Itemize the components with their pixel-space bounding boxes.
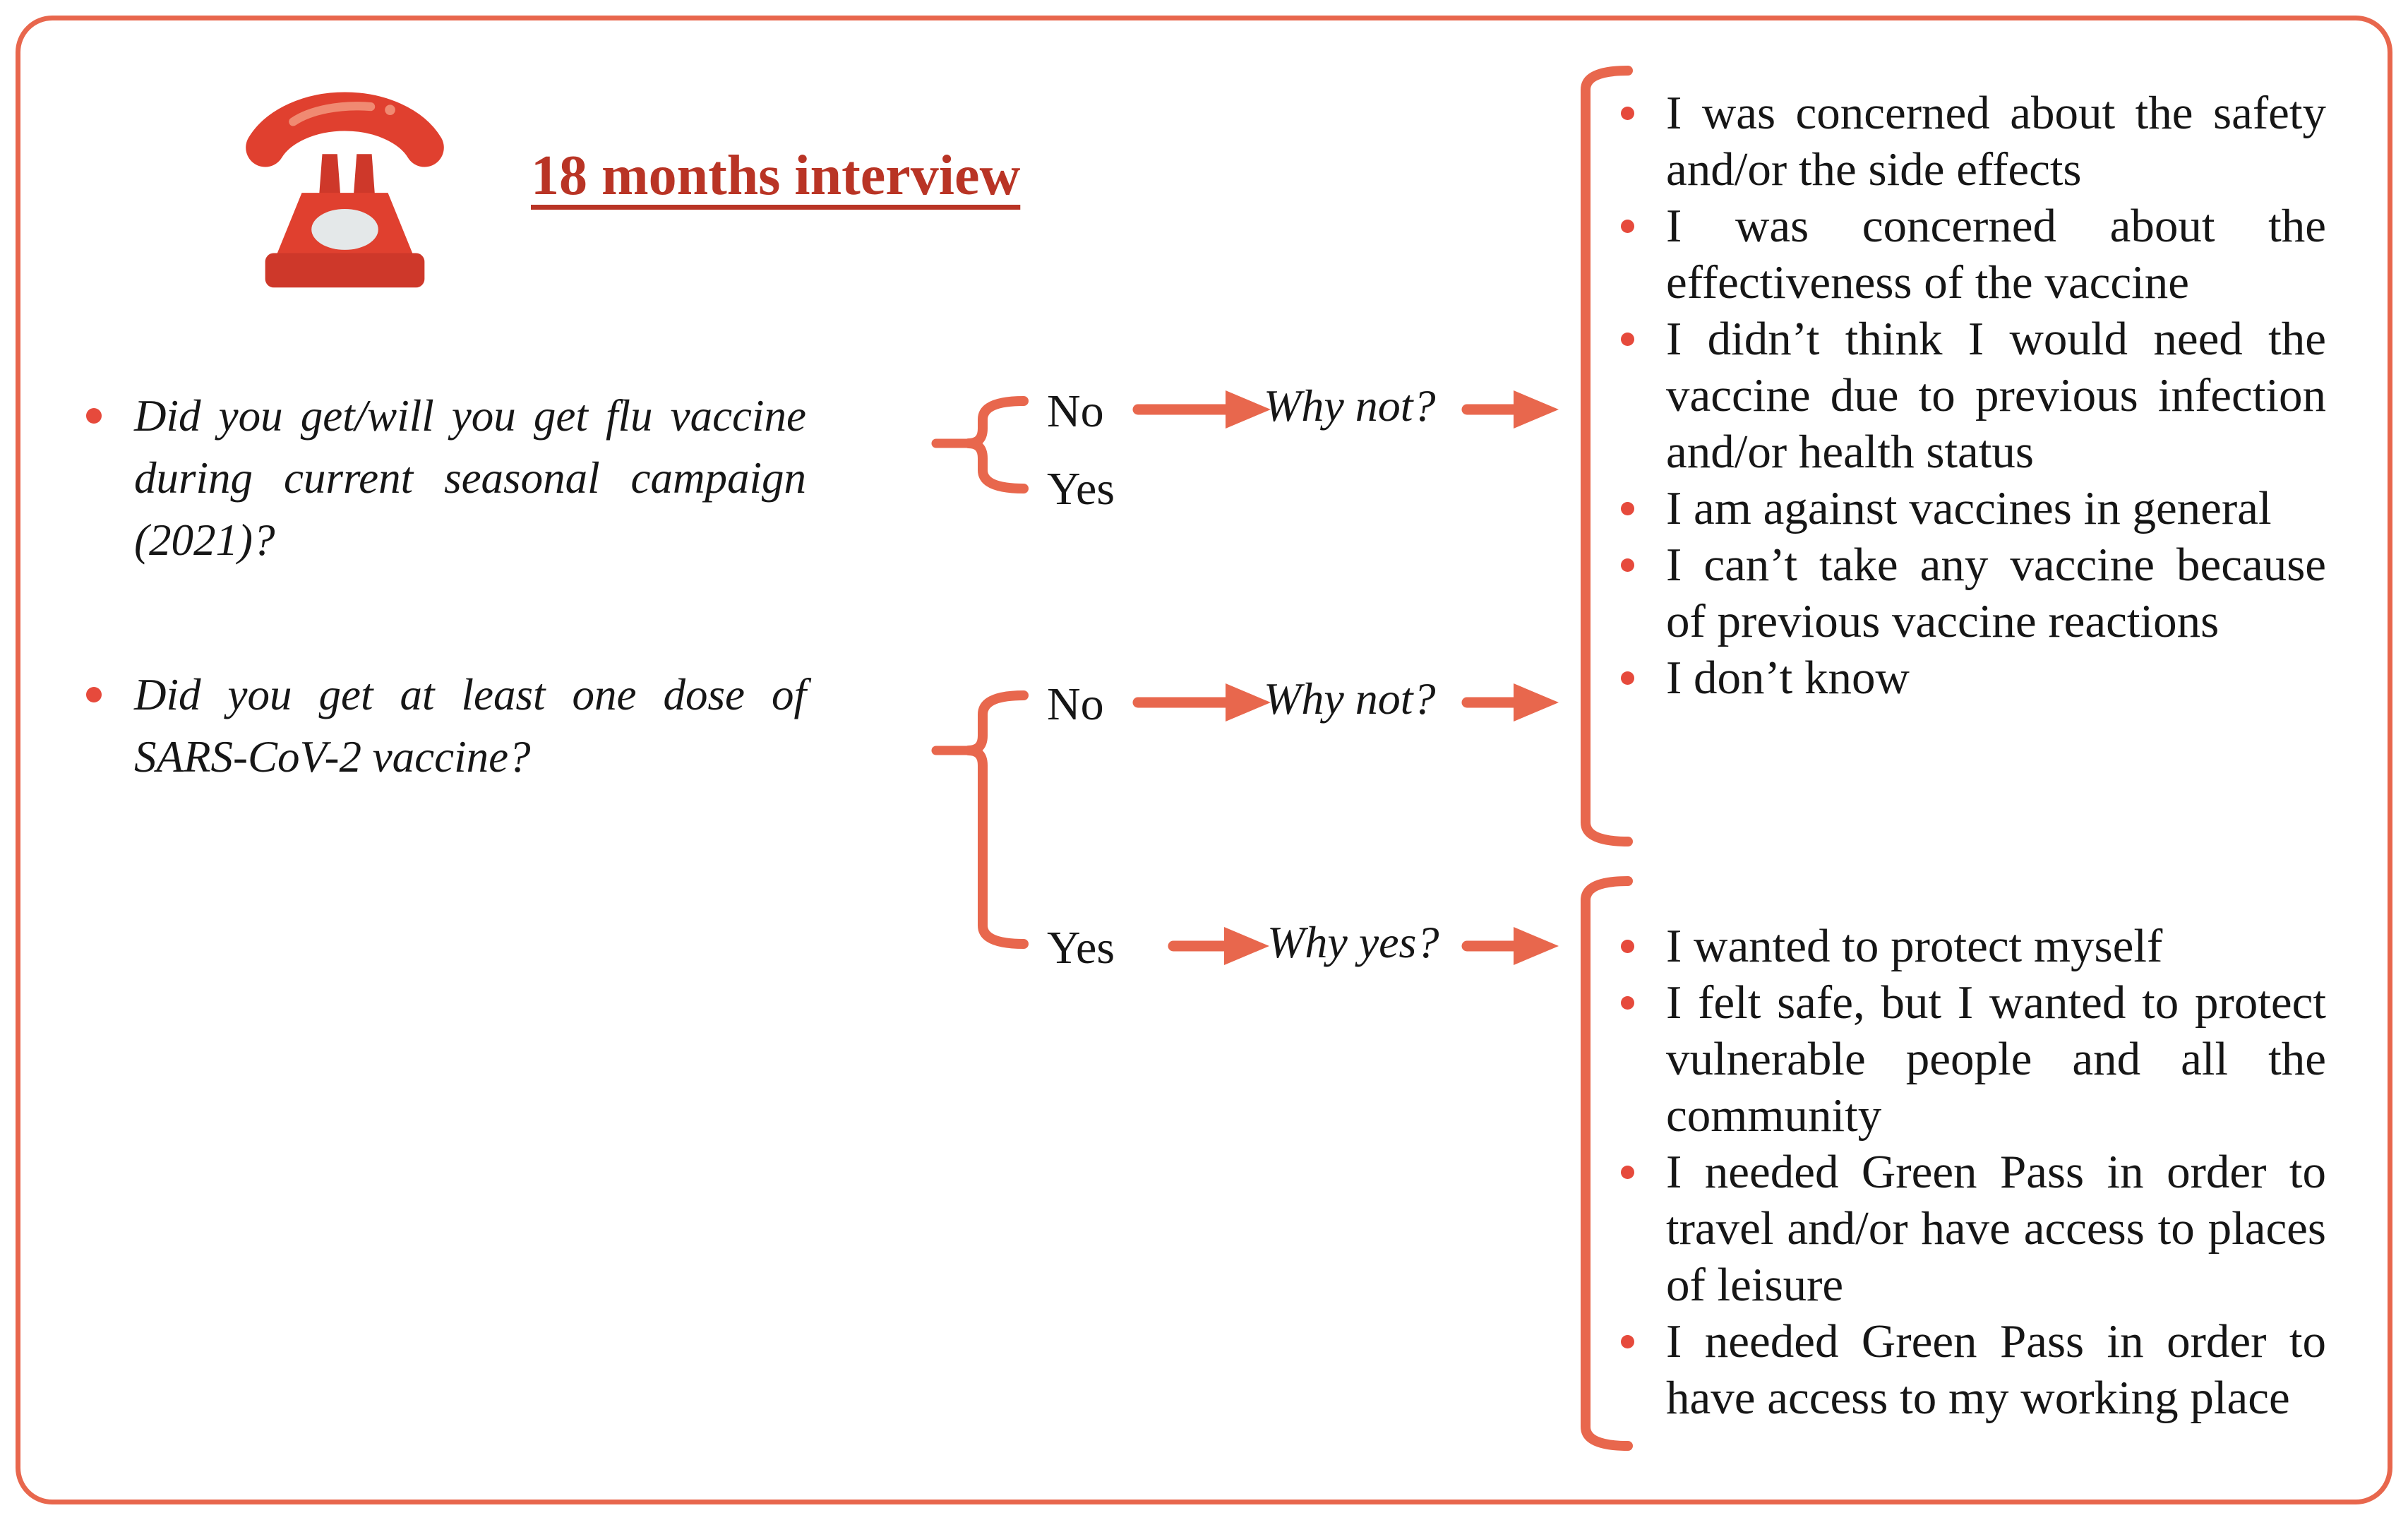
phone-handset [246,92,444,167]
why-not-reason-list: I was concerned about the safety and/or … [1621,85,2327,706]
reason-item: I can’t take any vaccine because of prev… [1621,537,2326,650]
q2-why-not-label: Why not? [1264,674,1436,724]
q2-why-yes-label: Why yes? [1267,917,1439,967]
reason-item: I don’t know [1621,650,2326,706]
phone-post-right [353,154,376,198]
reason-item: I didn’t think I would need the vaccine … [1621,311,2326,480]
phone-dial [311,208,378,250]
q1-why-not-label: Why not? [1264,381,1436,431]
reason-item: I am against vaccines in general [1621,480,2326,537]
q1-yes-label: Yes [1047,463,1115,515]
telephone-icon [246,92,444,288]
reason-item: I felt safe, but I wanted to protect vul… [1621,974,2326,1144]
q2-yes-label: Yes [1047,922,1115,974]
phone-base [265,253,425,288]
phone-handset-highlight [289,102,376,126]
question-item-flu: Did you get/will you get flu vaccine dur… [86,385,806,571]
reason-item: I was concerned about the safety and/or … [1621,85,2326,198]
reason-item: I was concerned about the effectiveness … [1621,198,2326,311]
phone-post-left [318,154,341,198]
question-item-sars: Did you get at least one dose of SARS-Co… [86,664,806,788]
reason-item: I needed Green Pass in order to have acc… [1621,1313,2326,1426]
figure-title: 18 months interview [531,145,1021,207]
reason-item: I wanted to protect myself [1621,918,2326,974]
why-yes-reason-list: I wanted to protect myself I felt safe, … [1621,918,2327,1426]
figure-border [16,16,2392,1504]
question-list: Did you get/will you get flu vaccine dur… [86,385,806,788]
q1-no-label: No [1047,385,1104,437]
reason-item: I needed Green Pass in order to travel a… [1621,1144,2326,1313]
q2-no-label: No [1047,678,1104,730]
phone-handset-glint [385,104,395,115]
